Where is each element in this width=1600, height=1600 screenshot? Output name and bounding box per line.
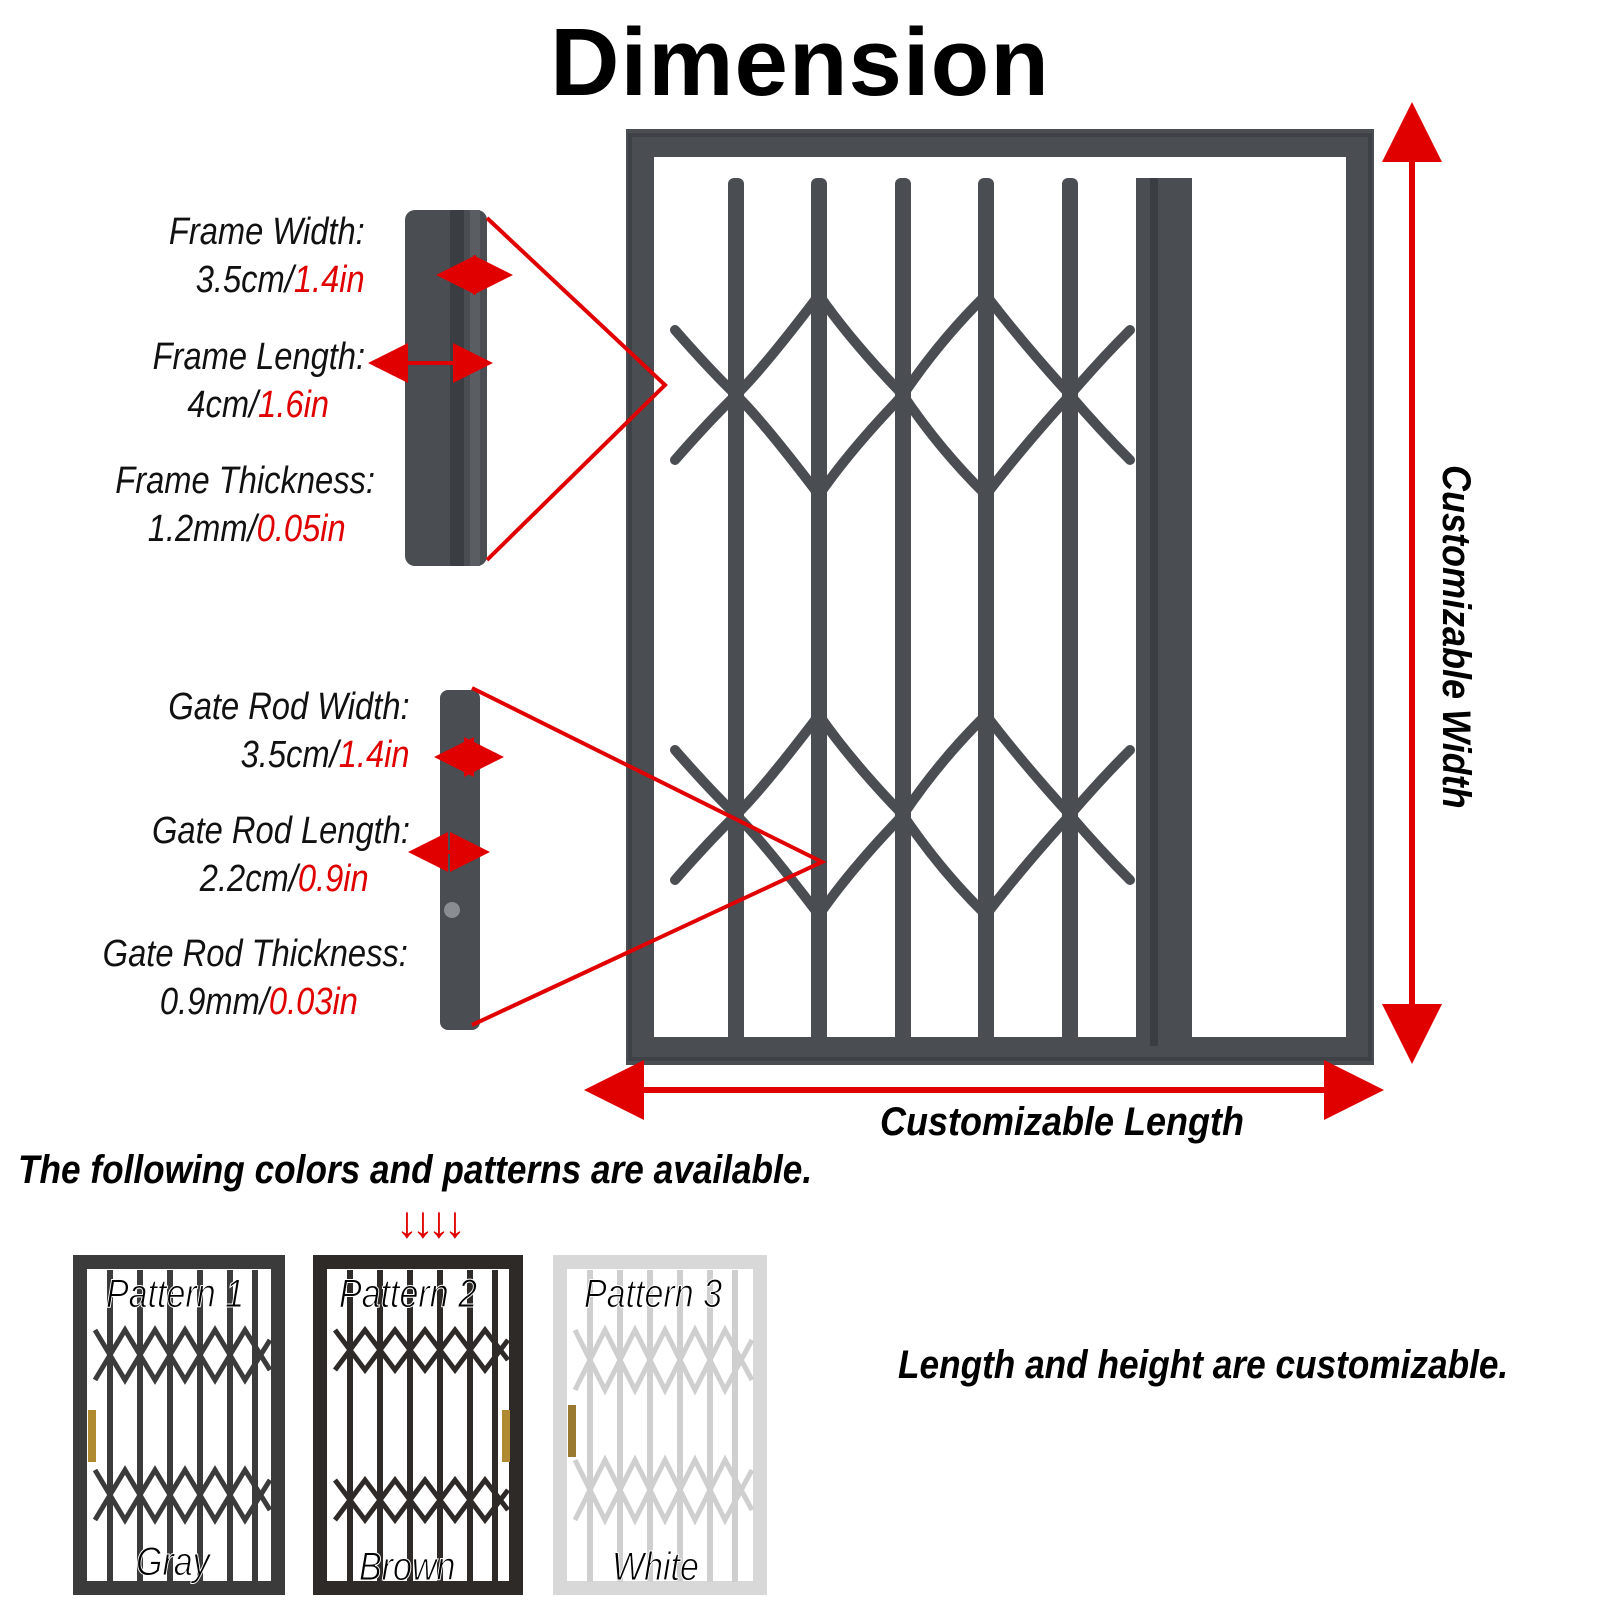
pattern-1-color: Gray: [136, 1540, 211, 1585]
rod-length-spec: Gate Rod Length: 2.2cm/0.9in: [152, 807, 410, 903]
rod-profile-closeup: [440, 690, 480, 1030]
frame-length-spec: Frame Length: 4cm/1.6in: [152, 333, 365, 429]
spec-label: Gate Rod Width:: [168, 686, 410, 728]
pattern-2-name: Pattern 2: [339, 1272, 478, 1317]
spec-imperial: 0.03in: [269, 981, 359, 1023]
spec-label: Frame Length:: [152, 336, 365, 378]
spec-imperial: 0.05in: [256, 508, 346, 550]
spec-label: Gate Rod Length:: [152, 810, 410, 852]
spec-label: Frame Thickness:: [115, 460, 375, 502]
spec-metric: 2.2cm/: [199, 858, 298, 900]
spec-label: Gate Rod Thickness:: [102, 933, 408, 975]
dimension-arrows: [584, 102, 1442, 1120]
spec-metric: 0.9mm/: [160, 981, 270, 1023]
spec-imperial: 1.6in: [258, 384, 329, 426]
spec-imperial: 1.4in: [339, 734, 410, 776]
pattern-3-name: Pattern 3: [584, 1272, 723, 1317]
available-note: The following colors and patterns are av…: [18, 1148, 813, 1192]
pattern-3-color: White: [612, 1545, 700, 1590]
spec-label: Frame Width:: [169, 211, 365, 253]
pattern-thumbnail-3[interactable]: [553, 1255, 767, 1595]
rod-thickness-spec: Gate Rod Thickness: 0.9mm/0.03in: [103, 930, 408, 1026]
measure-arrows: [368, 255, 513, 872]
spec-imperial: 0.9in: [297, 858, 369, 900]
pattern-thumbnail-1[interactable]: [73, 1255, 285, 1595]
spec-metric: 4cm/: [187, 384, 259, 426]
frame-thickness-spec: Frame Thickness: 1.2mm/0.05in: [115, 457, 375, 553]
rod-width-spec: Gate Rod Width: 3.5cm/1.4in: [169, 683, 410, 779]
pattern-2-color: Brown: [359, 1545, 456, 1590]
pattern-thumbnail-2[interactable]: [313, 1255, 523, 1595]
customizable-note: Length and height are customizable.: [898, 1343, 1509, 1387]
spec-metric: 3.5cm/: [196, 259, 295, 301]
page-title: Dimension: [550, 9, 1050, 116]
callout-lines: [471, 216, 827, 1027]
spec-metric: 3.5cm/: [241, 734, 340, 776]
main-gate: [626, 129, 1374, 1065]
frame-width-spec: Frame Width: 3.5cm/1.4in: [169, 208, 365, 304]
down-arrows-icon: ↓↓↓↓: [396, 1198, 466, 1247]
spec-metric: 1.2mm/: [147, 508, 257, 550]
frame-profile-closeup: [405, 210, 487, 566]
customizable-length-label: Customizable Length: [880, 1100, 1245, 1144]
customizable-width-label: Customizable Width: [1434, 465, 1478, 809]
spec-imperial: 1.4in: [294, 259, 365, 301]
pattern-1-name: Pattern 1: [106, 1272, 245, 1317]
